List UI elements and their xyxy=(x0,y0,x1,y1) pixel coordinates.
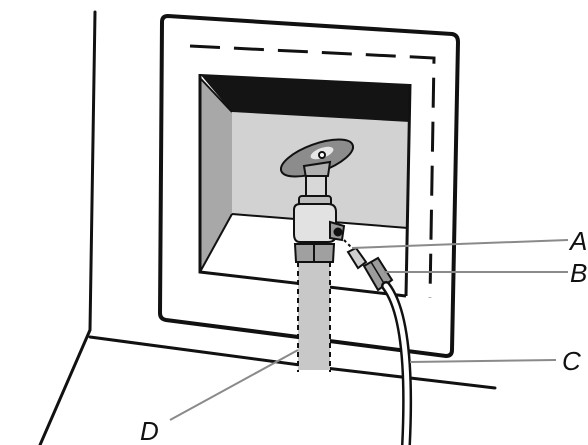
supply-pipe-shade xyxy=(298,262,330,370)
callout-c: C xyxy=(562,346,581,376)
valve-outlet-bore xyxy=(335,229,342,236)
valve-stem-neck xyxy=(306,176,326,198)
supply-pipe xyxy=(298,262,330,372)
leader-d xyxy=(170,350,298,420)
valve-handle-screw xyxy=(319,152,325,158)
callout-a: A xyxy=(568,226,587,256)
leader-c xyxy=(410,360,556,362)
callout-d: D xyxy=(140,416,159,445)
callout-b: B xyxy=(570,258,587,288)
